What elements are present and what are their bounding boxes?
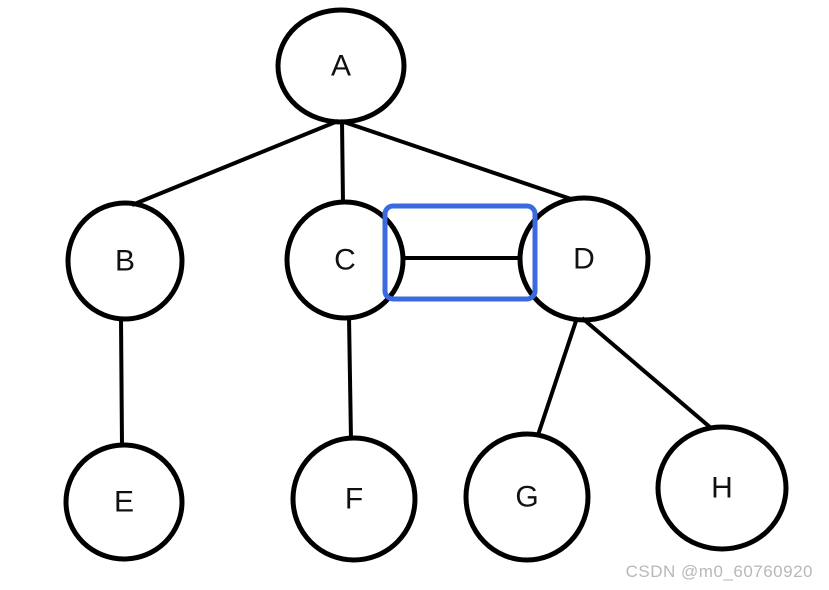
node-circle-E <box>63 442 185 562</box>
highlight-box <box>382 203 538 302</box>
node-label-B: B <box>115 245 135 278</box>
node-label-C: C <box>334 244 356 277</box>
node-label-A: A <box>331 50 351 83</box>
node-circle-F <box>290 435 418 563</box>
edge-A-C <box>340 120 345 204</box>
node-circle-B <box>65 200 185 322</box>
node-label-H: H <box>711 472 733 505</box>
edge-A-B <box>131 119 339 207</box>
node-label-G: G <box>515 481 538 514</box>
node-label-E: E <box>114 486 134 519</box>
node-label-D: D <box>573 243 595 276</box>
edge-C-F <box>347 316 353 441</box>
watermark: CSDN @m0_60760920 <box>625 562 813 581</box>
node-circle-G <box>463 431 591 563</box>
edge-D-H <box>580 316 713 430</box>
node-label-F: F <box>345 483 363 516</box>
edge-A-D <box>340 119 572 201</box>
node-circle-H <box>655 424 789 552</box>
edge-B-E <box>119 317 124 447</box>
edge-D-G <box>536 317 579 436</box>
